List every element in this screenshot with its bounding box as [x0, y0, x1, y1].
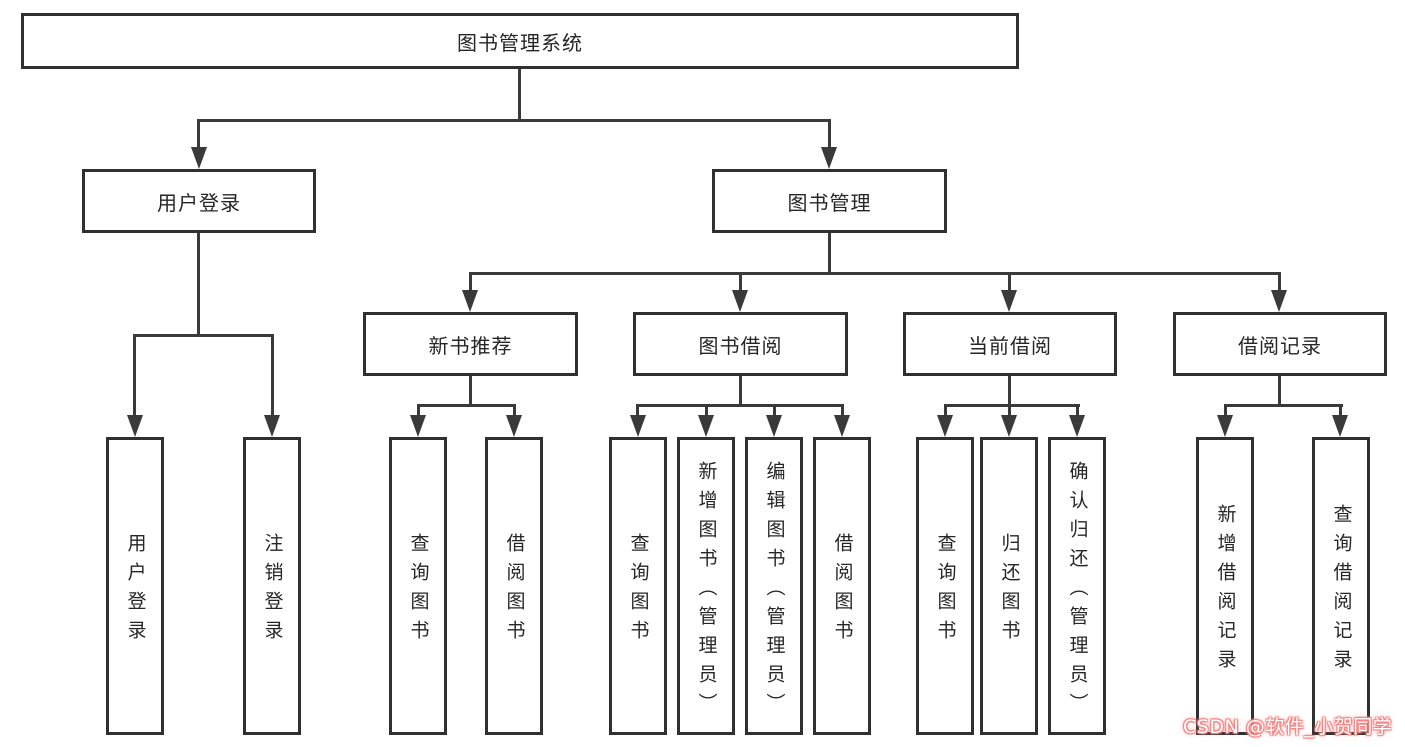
node-library-management-system: 图书管理系统	[21, 13, 1019, 69]
leaf-query-books-current: 查询图书	[916, 437, 974, 735]
node-book-management: 图书管理	[712, 169, 947, 233]
connector-line	[636, 404, 844, 407]
arrowhead-down-icon	[1069, 415, 1085, 437]
leaf-borrow-books-borrow: 借阅图书	[813, 437, 871, 735]
arrowhead-down-icon	[1271, 290, 1287, 312]
connector-line	[513, 404, 516, 418]
arrowhead-down-icon	[410, 415, 426, 437]
connector-line	[1008, 376, 1011, 407]
leaf-return-books: 归还图书	[980, 437, 1038, 735]
connector-line	[1339, 404, 1342, 418]
node-user-login: 用户登录	[82, 169, 316, 233]
connector-line	[828, 233, 831, 275]
leaf-edit-books-admin: 编辑图书（管理员）	[745, 437, 803, 735]
connector-line	[739, 272, 742, 292]
connector-line	[828, 119, 831, 150]
connector-line	[271, 334, 274, 418]
connector-line	[1278, 376, 1281, 407]
leaf-logout-login: 注销登录	[243, 437, 301, 735]
connector-line	[739, 376, 742, 407]
arrowhead-down-icon	[127, 415, 143, 437]
arrowhead-down-icon	[630, 415, 646, 437]
leaf-query-borrow-record: 查询借阅记录	[1312, 437, 1370, 735]
connector-line	[1278, 272, 1281, 292]
node-borrowing-records: 借阅记录	[1173, 312, 1387, 376]
node-book-borrowing: 图书借阅	[633, 312, 848, 376]
connector-line	[705, 404, 708, 418]
leaf-confirm-return-admin: 确认归还（管理员）	[1048, 437, 1106, 735]
arrowhead-down-icon	[1217, 415, 1233, 437]
connector-line	[773, 404, 776, 418]
connector-line	[469, 376, 472, 407]
arrowhead-down-icon	[264, 415, 280, 437]
arrowhead-down-icon	[732, 290, 748, 312]
connector-line	[1008, 404, 1011, 418]
connector-line	[417, 404, 420, 418]
leaf-user-login: 用户登录	[106, 437, 164, 735]
connector-line	[133, 334, 136, 418]
arrowhead-down-icon	[191, 147, 207, 169]
connector-line	[636, 404, 639, 418]
arrowhead-down-icon	[698, 415, 714, 437]
connector-line	[197, 233, 200, 337]
leaf-add-books-admin: 新增图书（管理员）	[677, 437, 735, 735]
leaf-query-books-borrow: 查询图书	[609, 437, 667, 735]
connector-line	[133, 334, 274, 337]
connector-line	[1008, 272, 1011, 292]
connector-line	[469, 272, 472, 292]
leaf-borrow-books-recommend: 借阅图书	[485, 437, 543, 735]
arrowhead-down-icon	[462, 290, 478, 312]
arrowhead-down-icon	[1001, 415, 1017, 437]
watermark: CSDN @软件_小贺同学	[1183, 716, 1393, 738]
connector-line	[944, 404, 947, 418]
connector-line	[197, 119, 831, 122]
arrowhead-down-icon	[766, 415, 782, 437]
connector-line	[417, 404, 516, 407]
arrowhead-down-icon	[1332, 415, 1348, 437]
node-current-borrowing: 当前借阅	[903, 312, 1117, 376]
connector-line	[518, 69, 521, 122]
arrowhead-down-icon	[1001, 290, 1017, 312]
arrowhead-down-icon	[821, 147, 837, 169]
node-new-book-recommendation: 新书推荐	[363, 312, 578, 376]
leaf-query-books-recommend: 查询图书	[389, 437, 447, 735]
connector-line	[1076, 404, 1079, 418]
connector-line	[841, 404, 844, 418]
connector-line	[197, 119, 200, 150]
arrowhead-down-icon	[834, 415, 850, 437]
arrowhead-down-icon	[506, 415, 522, 437]
connector-line	[1224, 404, 1227, 418]
arrowhead-down-icon	[937, 415, 953, 437]
leaf-add-borrow-record: 新增借阅记录	[1196, 437, 1254, 735]
connector-line	[1224, 404, 1343, 407]
connector-line	[469, 272, 1281, 275]
connector-line	[944, 404, 1080, 407]
